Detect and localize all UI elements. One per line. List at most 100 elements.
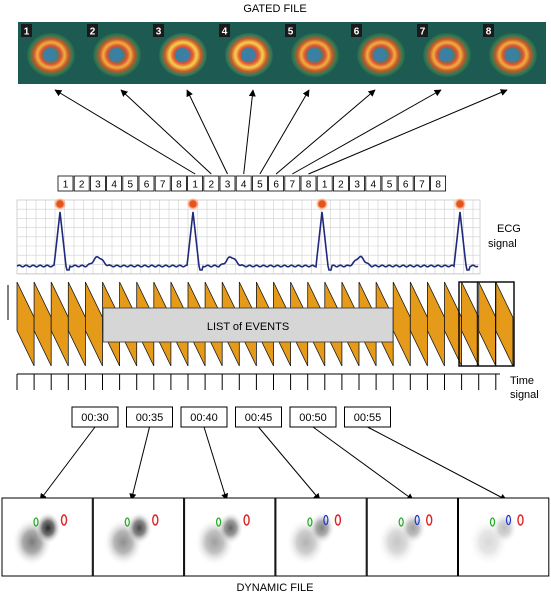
gate-box-frame [90,175,106,192]
gate-box-label: 3 [95,180,101,191]
gate-box: 8 [430,175,447,192]
roi-red [426,514,433,526]
time-stamp-arrow [129,426,150,501]
gate-box-label: 6 [144,180,150,191]
gated-frame: 7 [414,22,480,84]
gate-box-frame [332,175,349,192]
gated-frame: 8 [480,22,546,84]
gated-arrow [54,89,196,175]
roi-green [398,517,404,527]
time-label-line2: signal [510,389,539,401]
gate-box-label: 7 [290,180,296,191]
r-peak-markers [54,198,466,210]
event-block [33,281,52,367]
frame-number: 3 [156,27,162,38]
gated-arrow [292,89,442,175]
frame-number: 8 [486,27,492,38]
gate-box-label: 2 [338,180,344,191]
event-block [16,281,35,367]
r-peak-marker [189,200,197,208]
gate-box: 1 [187,175,204,192]
gated-arrow [186,89,228,175]
time-stamp-arrow [312,426,414,501]
heart-cavity [175,48,189,62]
gate-box-frame [397,175,414,192]
heart-cavity [307,48,321,62]
frame-number: 7 [420,27,426,38]
dynamic-heart-blob [400,512,427,544]
gate-box: 6 [268,175,285,192]
gated-frame: 5 [282,22,348,84]
gate-box-label: 2 [79,180,85,191]
roi-green [124,517,130,527]
gate-box: 6 [397,175,414,192]
gate-box-frame [203,175,220,192]
time-stamp-label: 00:35 [136,412,164,424]
gate-box-label: 4 [371,180,377,191]
frame-number: 6 [354,27,360,38]
list-of-events-label: LIST of EVENTS [207,321,289,333]
gate-box-label: 7 [160,180,166,191]
gate-box-label: 6 [403,180,409,191]
gate-box-frame [73,175,90,192]
gate-box-label: 8 [306,180,312,191]
gate-box-frame [316,175,333,192]
event-block [478,281,497,367]
frame-number: 5 [288,27,294,38]
gate-box-label: 1 [63,180,69,191]
gate-box-label: 4 [111,180,117,191]
event-block [426,281,445,367]
heart-cavity [241,48,255,62]
gate-box-label: 1 [192,180,198,191]
ecg-grid [16,199,480,274]
time-stamp-arrow [367,426,508,501]
roi-blue [505,514,512,526]
event-block [67,281,86,367]
frame-number-box [483,24,494,37]
gate-box-frame [187,175,204,192]
time-stamp-arrow [258,426,321,501]
gate-box-frame [57,175,74,192]
gate-box-label: 2 [209,180,215,191]
frame-number-box [219,24,230,37]
event-block [461,281,480,367]
gate-box-frame [349,175,366,192]
gate-box-frame [170,175,187,192]
event-block [409,281,428,367]
time-signal-ticks [16,373,500,390]
time-stamp: 00:50 [289,406,337,428]
gate-box: 4 [106,175,122,192]
frame-number-box [417,24,428,37]
heart-cavity [373,48,387,62]
event-group-outline [458,281,515,367]
event-block [50,281,69,367]
heart-cavity [439,48,453,62]
gate-box: 5 [251,175,268,192]
gate-box-label: 5 [257,180,263,191]
gate-box: 2 [203,175,220,192]
gate-box-frame [413,175,430,192]
gate-box: 7 [154,175,171,192]
frame-number: 4 [222,27,228,38]
dynamic-frame [366,497,459,577]
gate-box: 5 [122,175,139,192]
time-stamp: 00:40 [180,406,228,428]
gated-arrow [308,89,508,175]
gate-box-frame [138,175,155,192]
heart-cavity [109,48,123,62]
gate-box-label: 8 [435,180,441,191]
gate-box: 3 [349,175,366,192]
gate-box: 5 [381,175,398,192]
roi-green [216,517,222,527]
frame-number-box [153,24,164,37]
event-block [392,281,411,367]
time-stamp-label: 00:40 [190,412,218,424]
gated-frame: 3 [150,22,216,84]
time-stamp-arrow [39,426,96,501]
heart-cavity [43,48,57,62]
time-stamp-arrow [203,426,229,501]
gate-box-frame [251,175,268,192]
gated-frame: 6 [348,22,414,84]
